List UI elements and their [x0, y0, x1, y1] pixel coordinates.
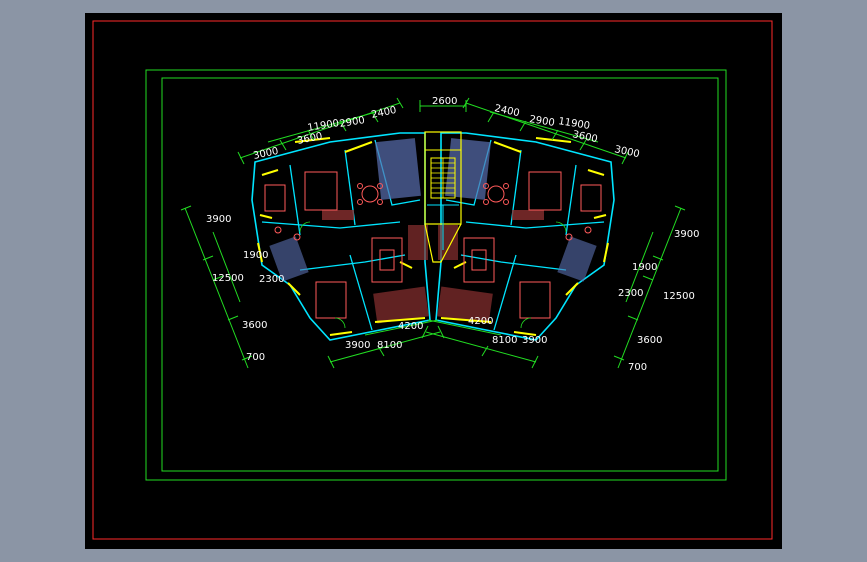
plant [293, 233, 301, 241]
tiled-area [322, 210, 354, 220]
bed [264, 184, 286, 212]
window [344, 141, 373, 153]
window [259, 214, 273, 219]
dim-right-3: 12500 [663, 291, 695, 302]
tiled-area [408, 225, 428, 260]
dim-left-5: 3600 [242, 320, 267, 331]
coffee-table [379, 249, 395, 271]
dim-top-left-4: 3600 [296, 131, 323, 147]
partition [349, 254, 373, 331]
sofa-set [371, 237, 403, 283]
dim-left-2: 1900 [243, 250, 268, 261]
inner-frame-outer [145, 69, 727, 481]
dim-right-2: 1900 [632, 262, 657, 273]
dim-top-right-5: 3000 [613, 144, 640, 160]
dim-top-right-1: 2400 [493, 103, 520, 119]
window [294, 137, 331, 143]
dim-top-right-2: 2900 [529, 114, 556, 129]
dim-top-left-3: 2400 [370, 105, 397, 121]
dining-chair [377, 183, 383, 189]
floor-plan [251, 131, 615, 341]
partition [299, 254, 406, 271]
window [261, 169, 279, 176]
dim-bottom-left-1: 3900 [345, 340, 370, 351]
dim-top-left-1: 11900 [307, 118, 340, 134]
left-wing [251, 132, 431, 341]
dim-left-4: 2300 [259, 274, 284, 285]
floor-plan-drawing: 2600 11900 2900 2400 3600 3000 2400 2900… [92, 20, 773, 540]
dim-bottom-left-3: 4200 [398, 321, 423, 332]
dim-top-left-5: 3000 [252, 146, 279, 162]
dining-chair [357, 199, 363, 205]
dim-top-center: 2600 [432, 96, 457, 107]
window [329, 331, 353, 336]
dim-left-6: 700 [246, 352, 265, 363]
left-wing-walls [251, 132, 431, 341]
dim-right-6: 700 [628, 362, 647, 373]
right-wing [435, 132, 615, 341]
door-swing [334, 317, 346, 329]
dim-bottom-right-2: 3900 [522, 335, 547, 346]
tiled-area [375, 138, 421, 200]
dining-table [361, 185, 379, 203]
dining-chair [357, 183, 363, 189]
partition [261, 221, 401, 229]
outer-frame [92, 20, 773, 540]
dim-top-right-4: 3600 [571, 129, 598, 145]
dim-bottom-right-1: 8100 [492, 335, 517, 346]
dim-top-left-2: 2900 [339, 115, 366, 130]
dim-right-5: 3600 [637, 335, 662, 346]
stair-core [424, 131, 462, 263]
tiled-area [269, 236, 309, 282]
window [287, 282, 301, 296]
dim-top-right-3: 11900 [558, 116, 591, 132]
bed [304, 171, 338, 211]
door-swing [299, 221, 311, 233]
dimension-labels: 2600 11900 2900 2400 3600 3000 2400 2900… [206, 96, 699, 373]
window [374, 317, 426, 323]
window [257, 242, 263, 263]
dim-left-1: 3900 [206, 214, 231, 225]
dim-right-1: 3900 [674, 229, 699, 240]
dining-chair [377, 199, 383, 205]
dim-bottom-right-3: 4200 [468, 316, 493, 327]
dim-bottom-left-2: 8100 [377, 340, 402, 351]
partition [289, 164, 301, 236]
tiled-area [373, 286, 429, 324]
plant [274, 226, 282, 234]
inner-frame-inner [161, 77, 719, 472]
bed [315, 281, 347, 319]
cad-viewport[interactable]: 2600 11900 2900 2400 3600 3000 2400 2900… [85, 13, 782, 549]
dimension-lines [180, 97, 686, 369]
dim-right-4: 2300 [618, 288, 643, 299]
dim-left-3: 12500 [212, 273, 244, 284]
